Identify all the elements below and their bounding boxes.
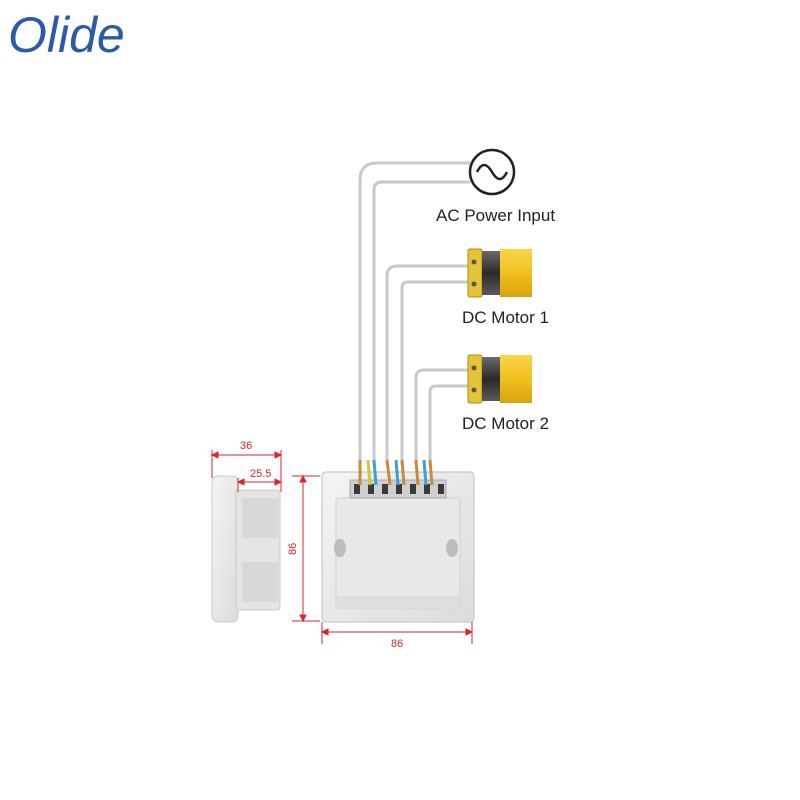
motor1-wire-2 (400, 280, 468, 465)
motor2-wire-1 (414, 368, 468, 465)
motor2-wire-2 (428, 384, 468, 465)
device-side-view (211, 475, 281, 623)
dim-height: 86 (287, 543, 299, 555)
wires (358, 161, 470, 465)
ac-wire-2 (372, 180, 470, 465)
dc-motor-2-label: DC Motor 2 (462, 414, 549, 433)
dim-width: 86 (391, 638, 403, 650)
brand-logo-text: Olide (8, 7, 125, 63)
brand-logo: Olide (8, 7, 125, 63)
dimension-lines (210, 450, 474, 644)
dim-depth-inner: 25.5 (250, 468, 271, 480)
device-front-view (321, 459, 475, 623)
motor1-wire-1 (385, 264, 468, 465)
ac-power-label: AC Power Input (436, 206, 555, 225)
dc-motor-1-label: DC Motor 1 (462, 308, 549, 327)
dc-motor-icon (467, 354, 536, 404)
ac-source-icon (468, 148, 516, 196)
dim-depth-total: 36 (240, 440, 252, 452)
ac-wire-1 (358, 161, 470, 465)
dc-motor-icon (467, 248, 536, 298)
